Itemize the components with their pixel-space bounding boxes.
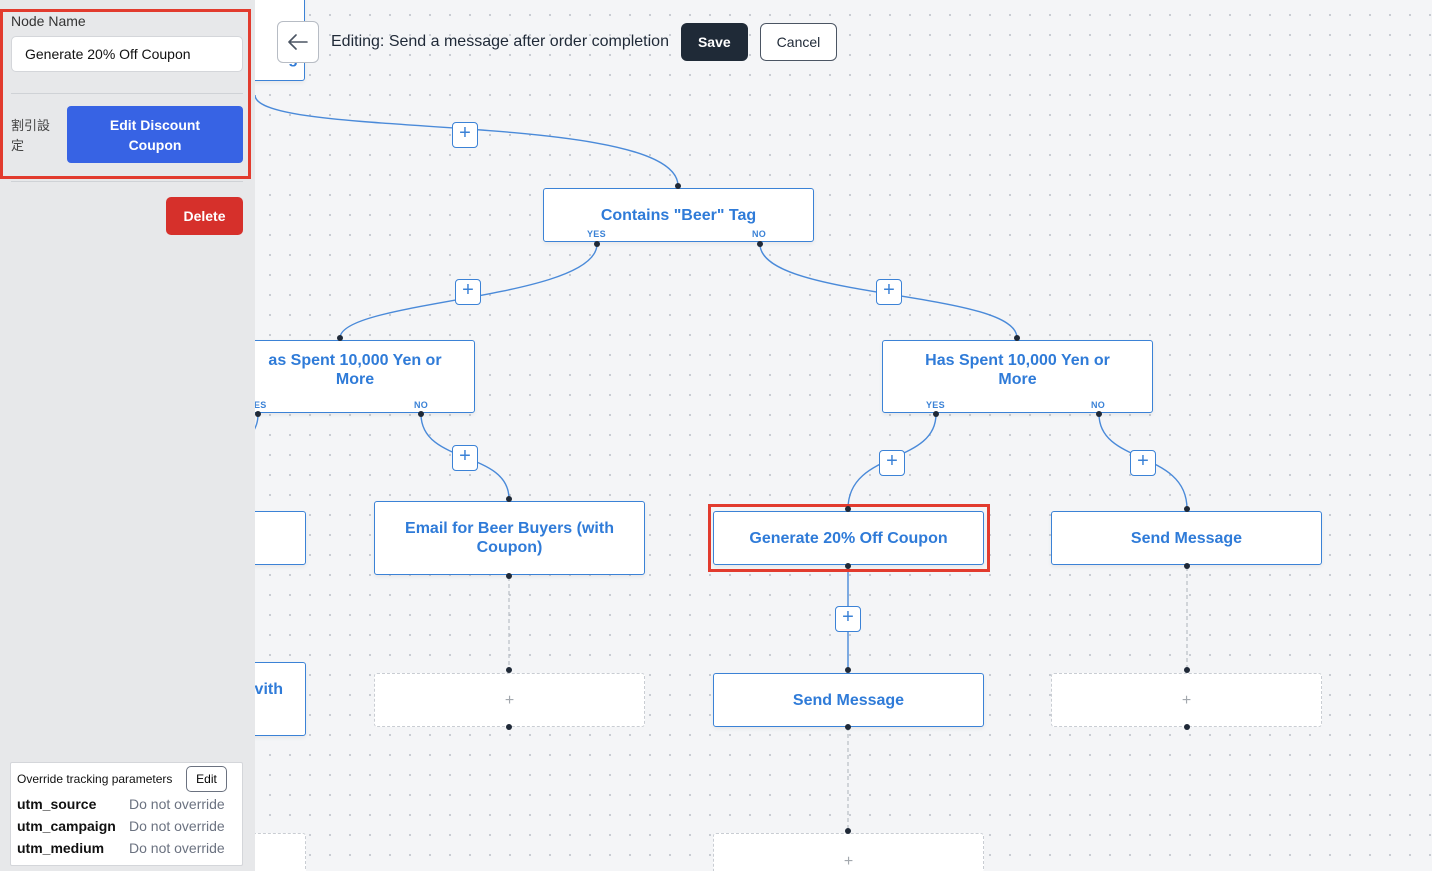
param-value: Do not override	[129, 818, 225, 834]
add-step-button[interactable]: +	[876, 279, 902, 305]
connector-dot	[1184, 724, 1190, 730]
yes-port-label: YES	[926, 400, 945, 410]
placeholder-plus-icon: +	[1181, 691, 1192, 709]
empty-step-placeholder[interactable]: +	[713, 833, 984, 871]
flow-node-generate-coupon[interactable]: Generate 20% Off Coupon	[713, 511, 984, 565]
connector-dot	[1184, 667, 1190, 673]
yes-port-label: ES	[255, 400, 267, 410]
connector-dot	[757, 241, 763, 247]
connector-dot	[506, 573, 512, 579]
node-label: Contains "Beer" Tag	[600, 206, 757, 224]
param-key: utm_medium	[17, 840, 105, 856]
empty-step-placeholder[interactable]: +	[1051, 673, 1322, 727]
add-step-button[interactable]: +	[455, 279, 481, 305]
tracking-parameters-panel: Override tracking parameters Edit utm_so…	[10, 762, 243, 866]
connector-dot	[594, 241, 600, 247]
node-label: vith	[255, 680, 283, 698]
add-step-button[interactable]: +	[452, 122, 478, 148]
connector-dot	[1096, 411, 1102, 417]
connector-dot	[1184, 563, 1190, 569]
flow-node-email-beer-buyers[interactable]: Email for Beer Buyers (with Coupon)	[374, 501, 645, 575]
divider	[11, 93, 243, 94]
connector-dot	[845, 724, 851, 730]
node-label: Generate 20% Off Coupon	[749, 529, 948, 547]
editor-toolbar: Editing: Send a message after order comp…	[277, 21, 838, 63]
param-key: utm_source	[17, 796, 97, 812]
editor-title: Editing: Send a message after order comp…	[331, 33, 669, 50]
node-name-input[interactable]: Generate 20% Off Coupon	[11, 36, 243, 72]
divider	[11, 181, 243, 182]
flow-edges	[255, 94, 1188, 831]
flow-node-has-spent-left[interactable]: as Spent 10,000 Yen or More ES NO	[255, 340, 475, 413]
connector-dot	[1184, 506, 1190, 512]
flow-node-contains-beer-tag[interactable]: Contains "Beer" Tag YES NO	[543, 188, 814, 242]
connector-dot	[506, 667, 512, 673]
flow-node-send-message-center[interactable]: Send Message	[713, 673, 984, 727]
flow-node-partial-left[interactable]	[255, 511, 306, 565]
connector-dot	[845, 667, 851, 673]
node-name-label: Node Name	[11, 13, 86, 29]
connector-dot	[933, 411, 939, 417]
node-label: Email for Beer Buyers (with Coupon)	[405, 520, 614, 556]
tracking-edit-button[interactable]: Edit	[186, 766, 227, 792]
node-label: Send Message	[1130, 529, 1243, 547]
node-label: as Spent 10,000 Yen or More	[268, 351, 442, 388]
flow-node-has-spent-right[interactable]: Has Spent 10,000 Yen or More YES NO	[882, 340, 1153, 413]
placeholder-plus-icon: +	[504, 691, 515, 709]
selected-node-highlight	[708, 504, 990, 572]
add-step-button[interactable]: +	[1130, 450, 1156, 476]
flow-canvas[interactable]: g Contains "Beer" Tag YES NO as Spent 10…	[255, 0, 1432, 871]
delete-button[interactable]: Delete	[166, 197, 243, 235]
param-value: Do not override	[129, 796, 225, 812]
node-settings-sidebar: Node Name Generate 20% Off Coupon 割引設定 E…	[0, 0, 255, 871]
connector-dot	[506, 496, 512, 502]
flow-node-send-message-right[interactable]: Send Message	[1051, 511, 1322, 565]
yes-port-label: YES	[587, 229, 606, 239]
cancel-button[interactable]: Cancel	[759, 23, 838, 61]
arrow-left-icon	[288, 34, 308, 50]
connector-dot	[418, 411, 424, 417]
back-button[interactable]	[277, 21, 319, 63]
edit-discount-coupon-button[interactable]: Edit Discount Coupon	[67, 106, 243, 163]
flow-node-partial-with[interactable]: vith	[255, 662, 306, 736]
connector-dot	[1014, 335, 1020, 341]
no-port-label: NO	[1091, 400, 1106, 410]
connector-dot	[845, 563, 851, 569]
add-step-button[interactable]: +	[879, 450, 905, 476]
empty-step-placeholder-partial[interactable]	[255, 833, 306, 871]
discount-settings-label: 割引設定	[11, 118, 51, 153]
param-value: Do not override	[129, 840, 225, 856]
add-step-button[interactable]: +	[452, 445, 478, 471]
node-label: Send Message	[792, 691, 905, 709]
node-label: Has Spent 10,000 Yen or More	[925, 351, 1110, 388]
connector-dot	[845, 506, 851, 512]
param-key: utm_campaign	[17, 818, 116, 834]
placeholder-plus-icon: +	[843, 853, 854, 870]
connector-dot	[337, 335, 343, 341]
connector-dot	[675, 183, 681, 189]
settings-highlight	[0, 9, 251, 179]
empty-step-placeholder[interactable]: +	[374, 673, 645, 727]
connector-dot	[506, 724, 512, 730]
no-port-label: NO	[414, 400, 429, 410]
save-button[interactable]: Save	[680, 23, 748, 61]
tracking-title: Override tracking parameters	[17, 772, 173, 786]
connector-dot	[845, 828, 851, 834]
add-step-button[interactable]: +	[835, 606, 861, 632]
connector-dot	[255, 411, 261, 417]
no-port-label: NO	[752, 229, 767, 239]
